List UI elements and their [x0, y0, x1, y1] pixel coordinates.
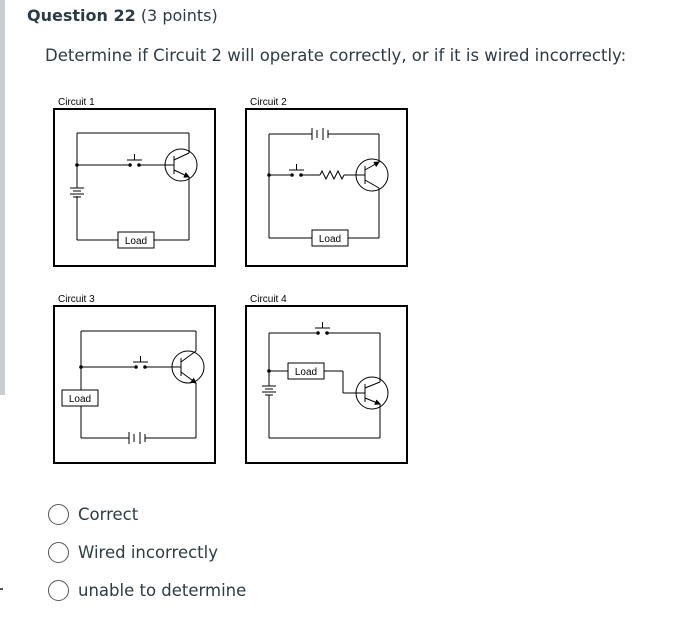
- circuit-1: Circuit 1: [53, 97, 216, 267]
- circuit-4-load-label: Load: [295, 367, 317, 378]
- circuit-2: Circuit 2: [245, 97, 408, 267]
- question-title: Question 22: [27, 6, 136, 25]
- left-scroll-rail: [0, 0, 5, 395]
- circuit-diagram-svg: Circuit 1: [53, 97, 408, 464]
- answer-option-correct[interactable]: Correct: [48, 500, 138, 528]
- answer-label-unable-to-determine: unable to determine: [78, 580, 247, 600]
- answer-option-wired-incorrectly[interactable]: Wired incorrectly: [48, 538, 218, 566]
- question-header: Question 22 (3 points): [27, 6, 218, 25]
- answer-label-correct: Correct: [78, 504, 139, 524]
- answer-label-wired-incorrectly: Wired incorrectly: [78, 542, 218, 562]
- answer-option-unable-to-determine[interactable]: unable to determine: [48, 576, 246, 604]
- circuit-1-load-label: Load: [125, 236, 147, 247]
- circuit-3: Circuit 3: [53, 294, 216, 464]
- circuit-3-label: Circuit 3: [58, 294, 95, 305]
- circuit-2-label: Circuit 2: [250, 97, 287, 108]
- question-points: (3 points): [140, 6, 218, 25]
- circuit-diagram: Circuit 1: [50, 92, 420, 470]
- radio-unable-to-determine[interactable]: [48, 579, 69, 601]
- circuit-2-load-label: Load: [319, 234, 341, 245]
- left-edge-mark: [0, 588, 3, 590]
- circuit-4: Circuit 4: [245, 294, 408, 464]
- radio-correct[interactable]: [48, 503, 69, 525]
- radio-wired-incorrectly[interactable]: [48, 541, 69, 563]
- question-prompt: Determine if Circuit 2 will operate corr…: [45, 46, 627, 65]
- circuit-3-load-label: Load: [69, 394, 91, 405]
- circuit-4-label: Circuit 4: [250, 294, 287, 305]
- circuit-1-label: Circuit 1: [58, 97, 95, 108]
